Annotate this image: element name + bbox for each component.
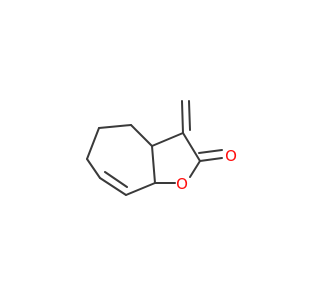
bond-c8a-c3a [151,145,156,184]
carbonyl-oxygen-label: O [225,147,237,165]
bond-c2-carbonyl [199,157,223,162]
bond-c3a-c3 [151,132,184,147]
bond-c8-c8a [125,182,156,196]
bond-c7-c8-double [104,171,128,188]
bond-c2-o-ring [189,160,201,178]
structure-canvas: O O [86,100,237,196]
bond-c3-c2 [182,132,201,162]
bond-c4-c5 [98,124,132,129]
bond-c7-c8 [99,177,127,196]
molecule-diagram: O O [86,100,237,196]
ring-oxygen-label: O [176,175,188,193]
bond-c5-c6 [86,127,100,160]
bond-c3-methylene [181,100,184,134]
bond-c2-carbonyl-double [198,149,223,154]
bond-c3-methylene-double [188,100,191,131]
bond-c3a-c4 [130,124,153,147]
bond-c6-c7 [86,158,101,179]
